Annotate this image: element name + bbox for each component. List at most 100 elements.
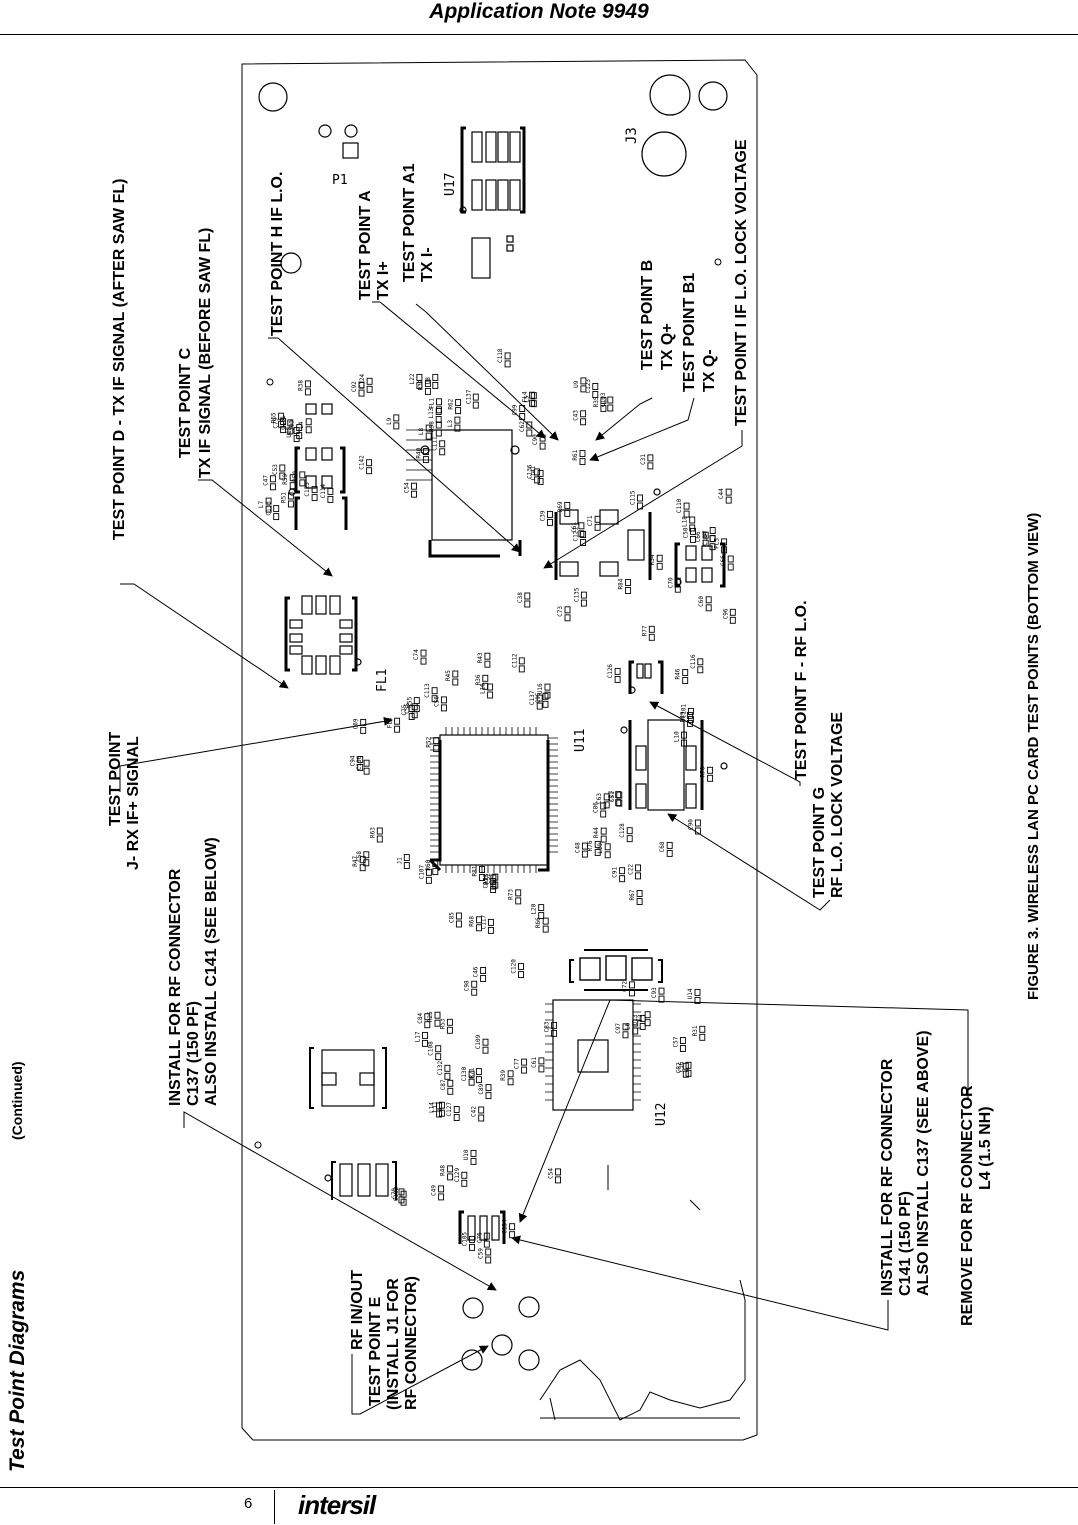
pad	[479, 866, 485, 873]
refdes-c142: C142	[359, 455, 366, 470]
pad	[453, 1114, 460, 1121]
pad	[358, 381, 365, 389]
pad	[539, 442, 546, 450]
pad	[482, 1046, 489, 1054]
refdes-c92: C92	[351, 381, 358, 392]
refdes-c66: C66	[720, 555, 727, 566]
pad	[416, 373, 423, 381]
pad	[398, 1188, 405, 1196]
pad	[707, 766, 714, 774]
pad	[485, 1084, 492, 1092]
pad	[647, 462, 654, 470]
annotation-rf2-line2: C141 (150 PF)	[897, 1191, 914, 1296]
refdes-c95: C95	[535, 692, 542, 703]
label-j3: J3	[624, 127, 640, 144]
pad	[547, 518, 553, 526]
pad	[357, 763, 364, 771]
refdes-r59: R59	[282, 473, 289, 484]
refdes-c68: C68	[659, 841, 666, 852]
pad	[697, 666, 704, 674]
pad	[529, 391, 536, 399]
pad	[403, 862, 410, 869]
refdes-c76: C76	[476, 1232, 483, 1243]
pad	[487, 691, 494, 699]
refdes-c70: C70	[667, 577, 674, 588]
refdes-u16: U16	[537, 683, 544, 694]
pad	[408, 705, 415, 712]
pad	[265, 505, 272, 513]
refdes-c65: C65	[483, 877, 490, 888]
pad	[709, 543, 716, 551]
refdes-r44: R44	[593, 827, 600, 838]
pad	[440, 696, 447, 704]
pad	[304, 388, 311, 396]
pad	[398, 1196, 405, 1204]
refdes-c112: C112	[511, 653, 518, 668]
pad	[413, 697, 420, 705]
refdes-c102: C102	[393, 1186, 400, 1201]
refdes-c57: C57	[672, 1036, 679, 1047]
pad	[470, 1157, 477, 1165]
pad	[530, 400, 537, 408]
pad	[403, 854, 410, 861]
pad	[479, 874, 485, 881]
pad	[439, 440, 446, 448]
pad	[524, 600, 531, 608]
pad	[487, 683, 494, 691]
refdes-r75: R75	[483, 874, 490, 885]
pad	[425, 424, 432, 432]
refdes-l11: L11	[431, 1101, 438, 1112]
annotation-tp-g-title: TEST POINT G	[811, 787, 828, 898]
refdes-c134: C134	[502, 1219, 509, 1234]
refdes-c48: C48	[574, 842, 581, 853]
annotation-tp-i: TEST POINT I IF L.O. LOCK VOLTAGE	[733, 139, 750, 426]
refdes-r69: R69	[557, 501, 564, 512]
annotation-tp-e-line3: (INSTALL J1 FOR	[385, 1278, 402, 1410]
annotation-tp-b-title: TEST POINT B	[639, 260, 656, 370]
page-header-title: Application Note 9949	[429, 0, 649, 23]
pad	[504, 360, 511, 368]
pad	[689, 524, 696, 532]
annotation-tp-g-desc: RF L.O. LOCK VOLTAGE	[829, 712, 846, 898]
pad	[287, 500, 294, 508]
refdes-l18: L18	[682, 516, 689, 527]
refdes-c56: C56	[433, 696, 440, 707]
pad	[518, 971, 524, 979]
pad	[580, 599, 587, 607]
refdes-c85: C85	[448, 912, 455, 923]
pad	[697, 658, 704, 666]
pad	[521, 1058, 528, 1066]
pad	[694, 988, 701, 996]
pad	[729, 608, 736, 616]
annotation-tp-d: TEST POINT D - TX IF SIGNAL (AFTER SAW F…	[111, 179, 128, 540]
refdes-c73: C73	[557, 606, 564, 617]
pad	[507, 1070, 514, 1078]
refdes-j1: J1	[396, 857, 403, 865]
refdes-r46: R46	[675, 668, 682, 679]
pad	[311, 494, 318, 502]
pad	[507, 1078, 514, 1086]
refdes-c108: C108	[428, 1041, 435, 1056]
annotation-rf1-line3: ALSO INSTALL C141 (SEE BELOW)	[203, 837, 220, 1106]
pad	[632, 1027, 639, 1035]
refdes-l4: L4	[298, 421, 305, 429]
refdes-r84: R84	[618, 578, 625, 589]
pad	[600, 404, 607, 412]
fl1-filter	[284, 595, 362, 675]
pad	[422, 448, 429, 456]
pad	[447, 1079, 454, 1087]
pad	[721, 538, 728, 546]
pad	[432, 381, 439, 389]
pad	[607, 404, 614, 412]
pad	[411, 490, 417, 498]
pad	[366, 385, 373, 393]
pad	[509, 1223, 516, 1231]
pad	[305, 426, 312, 434]
refdes-c42: C42	[471, 1106, 478, 1117]
refdes-r54: R54	[649, 554, 656, 565]
refdes-r50: R50	[292, 471, 299, 482]
refdes-c83: C83	[544, 1021, 551, 1032]
pad	[446, 1018, 453, 1026]
refdes-u9: U9	[573, 380, 580, 388]
pad	[280, 418, 287, 426]
